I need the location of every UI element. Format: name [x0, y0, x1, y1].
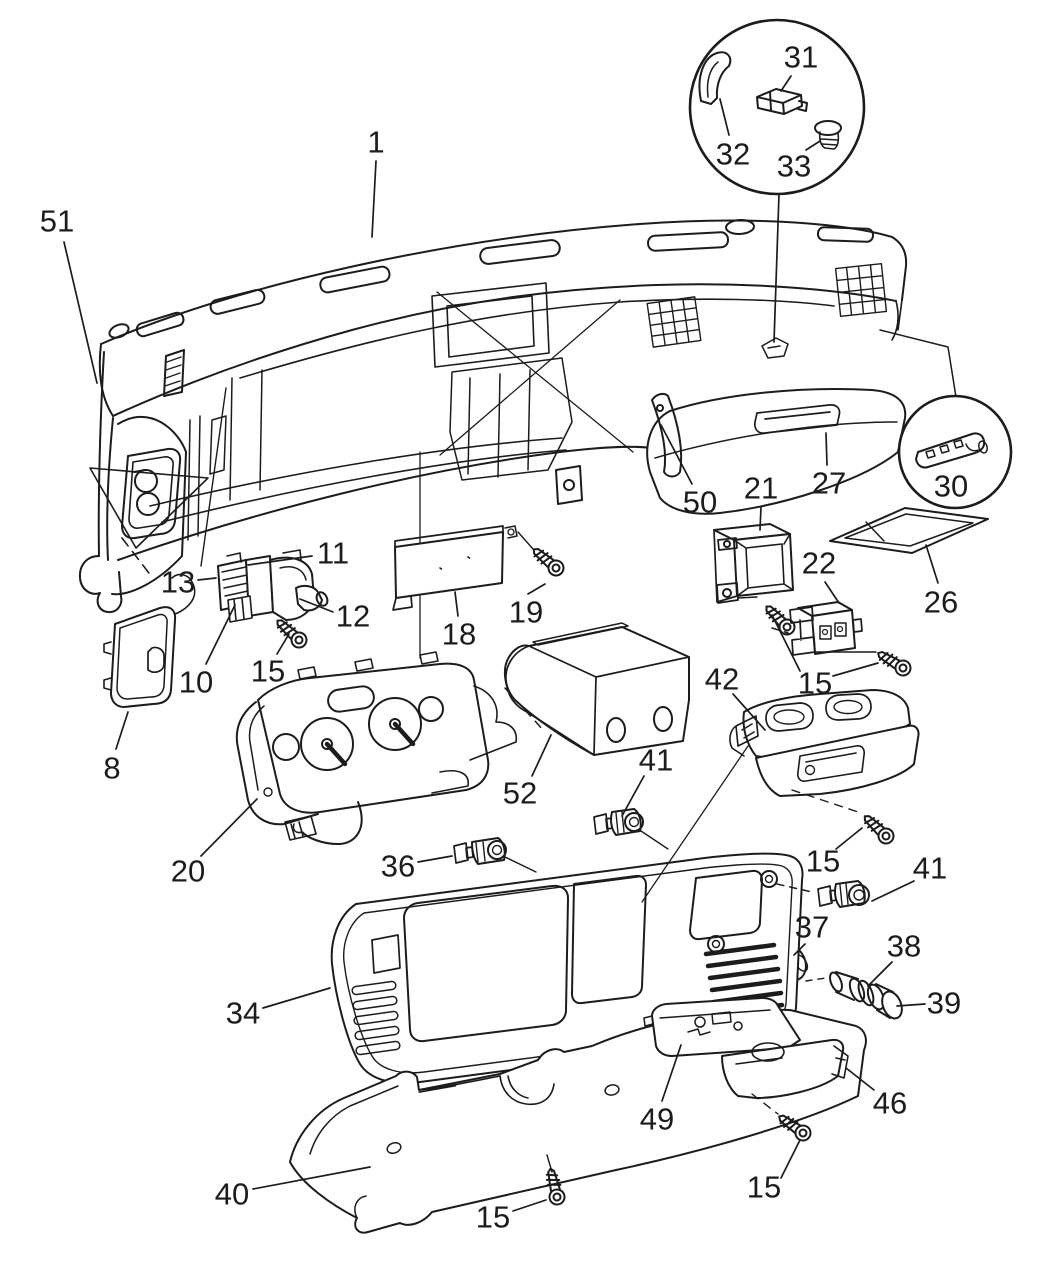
screw-icon [873, 645, 915, 680]
ash-receiver-drawing [721, 1038, 849, 1099]
leader-line-13 [197, 577, 217, 581]
leader-line-18 [454, 591, 459, 617]
inset-circle-switch [897, 394, 1013, 510]
leader-line-50 [660, 424, 693, 485]
leader-line-21 [759, 506, 762, 531]
leader-line-37 [793, 943, 806, 956]
leader-line-34 [262, 987, 331, 1009]
leader-line-39 [896, 1003, 926, 1007]
leader-line-15 [835, 827, 863, 850]
leader-line-38 [867, 961, 893, 987]
cup-holder-drawing [641, 689, 920, 903]
leader-line-51 [63, 241, 98, 384]
leader-line-40 [252, 1166, 371, 1190]
inset-circle-fasteners [688, 18, 866, 359]
leader-line-11 [247, 555, 313, 566]
switch-block-drawing [756, 88, 808, 115]
leader-line-41 [621, 775, 645, 817]
leader-line-19 [527, 583, 546, 595]
glove-box-door-drawing [646, 388, 907, 515]
leader-line-41 [871, 880, 915, 902]
housing-drawing [713, 523, 794, 604]
end-cap-drawing [103, 606, 177, 708]
leader-line-8 [115, 711, 129, 750]
leader-line-15 [276, 633, 290, 655]
leader-line-52 [531, 734, 552, 777]
bulb-socket-drawing [817, 880, 870, 908]
leader-line-26 [925, 544, 939, 584]
leader-line-1 [371, 160, 377, 238]
cover-box-drawing [503, 622, 690, 756]
leader-line-49 [661, 1044, 682, 1102]
leader-line-36 [417, 855, 453, 863]
leader-line-31 [780, 75, 792, 92]
leader-line-15 [832, 662, 879, 677]
screw-icon [760, 600, 799, 639]
screw-icon [858, 809, 898, 848]
ash-tray-slide-drawing [643, 997, 801, 1057]
retainer-clip-drawing [698, 51, 732, 105]
leader-line-33 [805, 140, 821, 151]
instrument-panel-drawing [78, 218, 957, 733]
lighter-receptacle-drawing [829, 971, 903, 1020]
callout-leader-lines [63, 75, 939, 1212]
leader-line-22 [824, 581, 840, 604]
leader-line-10 [205, 604, 236, 665]
screw-icon [527, 542, 568, 580]
leader-line-20 [200, 798, 258, 857]
leader-line-27 [825, 432, 828, 466]
grommet-drawing [814, 120, 842, 150]
blank-panel-drawing [392, 525, 518, 611]
leader-line-15 [771, 614, 801, 672]
headlamp-switch-assembly-drawing [217, 549, 329, 623]
tray-mat-drawing [829, 507, 989, 554]
bulb-socket-drawing [453, 837, 537, 873]
leader-line-42 [732, 693, 766, 731]
bulb-socket-drawing [593, 808, 669, 850]
instrument-cluster-drawing [235, 651, 518, 845]
leader-line-12 [299, 598, 334, 613]
door-check-arm-drawing [651, 392, 683, 478]
speaker-grille-right [834, 263, 888, 317]
switch-drawing [771, 601, 863, 656]
leader-line-46 [845, 1067, 875, 1091]
leader-line-15 [780, 1139, 801, 1179]
leader-line-32 [719, 98, 730, 136]
speaker-grille-center [646, 296, 702, 348]
leader-line-15 [512, 1199, 547, 1212]
